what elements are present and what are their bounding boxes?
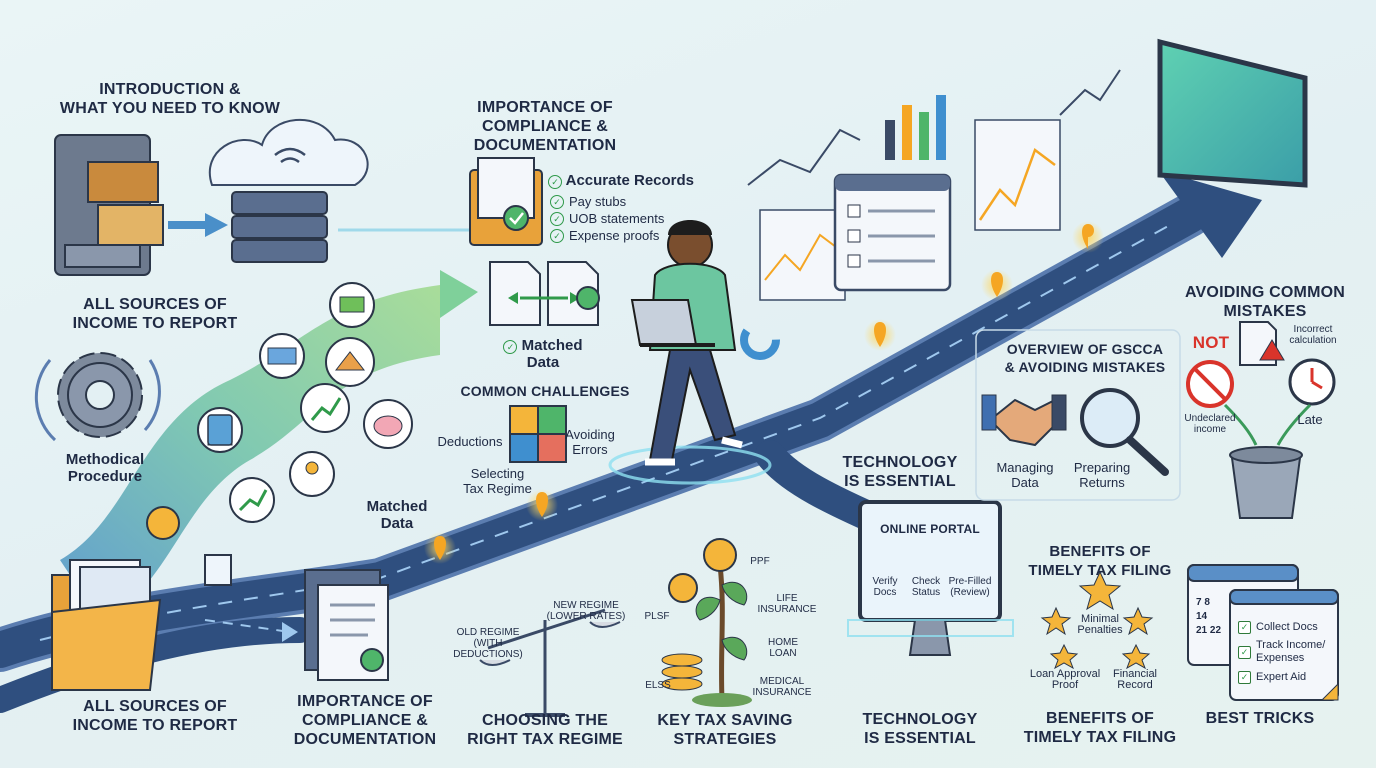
arrow-head-icon bbox=[205, 213, 228, 237]
technology-heading-bottom: TECHNOLOGY IS ESSENTIAL bbox=[862, 711, 978, 747]
check-icon: ✓ bbox=[550, 194, 564, 209]
chart-icons bbox=[740, 69, 1121, 360]
overview-heading: OVERVIEW OF GSCCA & AVOIDING MISTAKES bbox=[1004, 341, 1166, 375]
benefits-heading-mid: BENEFITS OF TIMELY TAX FILING bbox=[1028, 543, 1172, 579]
matched-data-mid: Matched Data bbox=[366, 498, 428, 532]
overview-panel bbox=[975, 329, 1181, 501]
ppf-label: PPF bbox=[750, 556, 770, 567]
calendar-date: 8 bbox=[1204, 597, 1210, 608]
check-icon: ✓ bbox=[503, 340, 518, 354]
benefits-heading-bottom: BENEFITS OF TIMELY TAX FILING bbox=[1023, 710, 1177, 746]
compliance-items-list: ✓Pay stubs ✓UOB statements ✓Expense proo… bbox=[550, 193, 664, 244]
new-regime-label: NEW REGIME (LOWER RATES) bbox=[546, 600, 626, 622]
financial-record-label: Financial Record bbox=[1112, 668, 1158, 691]
file-cabinet-icon bbox=[54, 134, 164, 276]
gear-icon bbox=[34, 352, 161, 442]
online-portal-title: ONLINE PORTAL bbox=[880, 522, 980, 536]
check-icon: ✓ bbox=[548, 175, 562, 189]
deductions-label: Deductions bbox=[437, 434, 503, 449]
home-loan-label: HOME LOAN bbox=[768, 637, 798, 659]
old-regime-label: OLD REGIME (WITH DEDUCTIONS) bbox=[453, 627, 523, 660]
cloud-server-icon bbox=[208, 118, 369, 263]
tricks-item: ✓Collect Docs bbox=[1238, 618, 1325, 636]
scale-icon bbox=[479, 608, 621, 717]
checkbox-icon: ✓ bbox=[1238, 670, 1251, 684]
document-folder-icon bbox=[469, 157, 543, 246]
incorrect-calculation-label: Incorrect calculation bbox=[1289, 324, 1337, 346]
elss-label: ELSS bbox=[645, 680, 671, 691]
verify-docs-label: Verify Docs bbox=[872, 576, 898, 598]
folder-icon bbox=[51, 559, 162, 691]
calendar-date: 7 bbox=[1196, 597, 1202, 608]
not-label: NOT bbox=[1192, 333, 1230, 352]
checkbox-icon: ✓ bbox=[1238, 645, 1251, 659]
trash-icon bbox=[1223, 403, 1312, 519]
checkbox-icon: ✓ bbox=[1238, 620, 1251, 634]
money-tree-icon bbox=[661, 538, 752, 707]
person-laptop-icon bbox=[608, 220, 772, 485]
strategies-heading: KEY TAX SAVING STRATEGIES bbox=[657, 712, 793, 748]
tricks-checklist bbox=[1229, 589, 1339, 701]
mistake-icons bbox=[1186, 321, 1285, 408]
calendar-date: 14 bbox=[1196, 611, 1208, 622]
check-icon: ✓ bbox=[550, 211, 564, 226]
check-status-label: Check Status bbox=[911, 576, 941, 598]
tricks-heading: BEST TRICKS bbox=[1205, 710, 1315, 727]
sources-heading-top: ALL SOURCES OF INCOME TO REPORT bbox=[72, 296, 238, 332]
calendar-date: 21 bbox=[1196, 625, 1208, 636]
sources-heading-bottom: ALL SOURCES OF INCOME TO REPORT bbox=[72, 698, 238, 734]
life-insurance-label: LIFE INSURANCE bbox=[757, 593, 817, 615]
compliance-heading-top: IMPORTANCE OF COMPLIANCE & DOCUMENTATION bbox=[473, 99, 617, 154]
tricks-item: ✓Expert Aid bbox=[1238, 668, 1325, 686]
document-stack-icon bbox=[304, 569, 389, 681]
check-icon: ✓ bbox=[550, 228, 564, 243]
mistakes-heading: AVOIDING COMMON MISTAKES bbox=[1184, 284, 1346, 320]
handshake-icon bbox=[981, 394, 1067, 447]
tricks-item: ✓Track Income/ Expenses bbox=[1238, 636, 1325, 668]
challenges-heading: COMMON CHALLENGES bbox=[460, 383, 630, 399]
methodical-procedure-label: Methodical Procedure bbox=[65, 451, 145, 485]
matched-documents-icon bbox=[489, 261, 600, 326]
compliance-item: ✓UOB statements bbox=[550, 210, 664, 227]
loan-approval-label: Loan Approval Proof bbox=[1029, 668, 1101, 691]
monitor-icon bbox=[1157, 38, 1308, 188]
checklist-window-icon bbox=[833, 173, 952, 292]
calculator-icon bbox=[207, 414, 233, 446]
intro-heading: INTRODUCTION & WHAT YOU NEED TO KNOW bbox=[59, 81, 281, 117]
clock-icon bbox=[1288, 358, 1336, 406]
magnifier-icon bbox=[1080, 388, 1169, 476]
route-pins bbox=[424, 221, 1104, 564]
compliance-item: ✓Expense proofs bbox=[550, 227, 664, 244]
online-portal-monitor bbox=[847, 500, 1014, 656]
accurate-records-label: ✓ Accurate Records bbox=[548, 172, 718, 189]
medical-insurance-label: MEDICAL INSURANCE bbox=[752, 676, 812, 698]
technology-heading-mid: TECHNOLOGY IS ESSENTIAL bbox=[842, 454, 958, 490]
late-label: Late bbox=[1297, 412, 1323, 427]
calendar-date: 22 bbox=[1209, 625, 1222, 636]
selecting-regime-label: Selecting Tax Regime bbox=[463, 466, 532, 496]
undeclared-income-label: Undeclared income bbox=[1184, 413, 1236, 435]
regime-heading: CHOOSING THE RIGHT TAX REGIME bbox=[467, 712, 623, 748]
compliance-item: ✓Pay stubs bbox=[550, 193, 664, 210]
avoiding-errors-label: Avoiding Errors bbox=[565, 427, 615, 457]
calendar-dates: 7 8 14 21 22 bbox=[1196, 596, 1236, 638]
preparing-returns-label: Preparing Returns bbox=[1073, 460, 1131, 490]
minimal-penalties-label: Minimal Penalties bbox=[1077, 613, 1123, 636]
puzzle-icon bbox=[509, 405, 567, 463]
star-icons bbox=[1040, 570, 1154, 670]
compliance-heading-bottom: IMPORTANCE OF COMPLIANCE & DOCUMENTATION bbox=[293, 693, 437, 748]
tricks-list: ✓Collect Docs ✓Track Income/ Expenses ✓E… bbox=[1238, 618, 1325, 686]
managing-data-label: Managing Data bbox=[996, 460, 1054, 490]
prefilled-label: Pre-Filled (Review) bbox=[948, 576, 992, 598]
plsf-label: PLSF bbox=[644, 611, 670, 622]
matched-data-top: ✓ Matched Data bbox=[488, 337, 598, 371]
